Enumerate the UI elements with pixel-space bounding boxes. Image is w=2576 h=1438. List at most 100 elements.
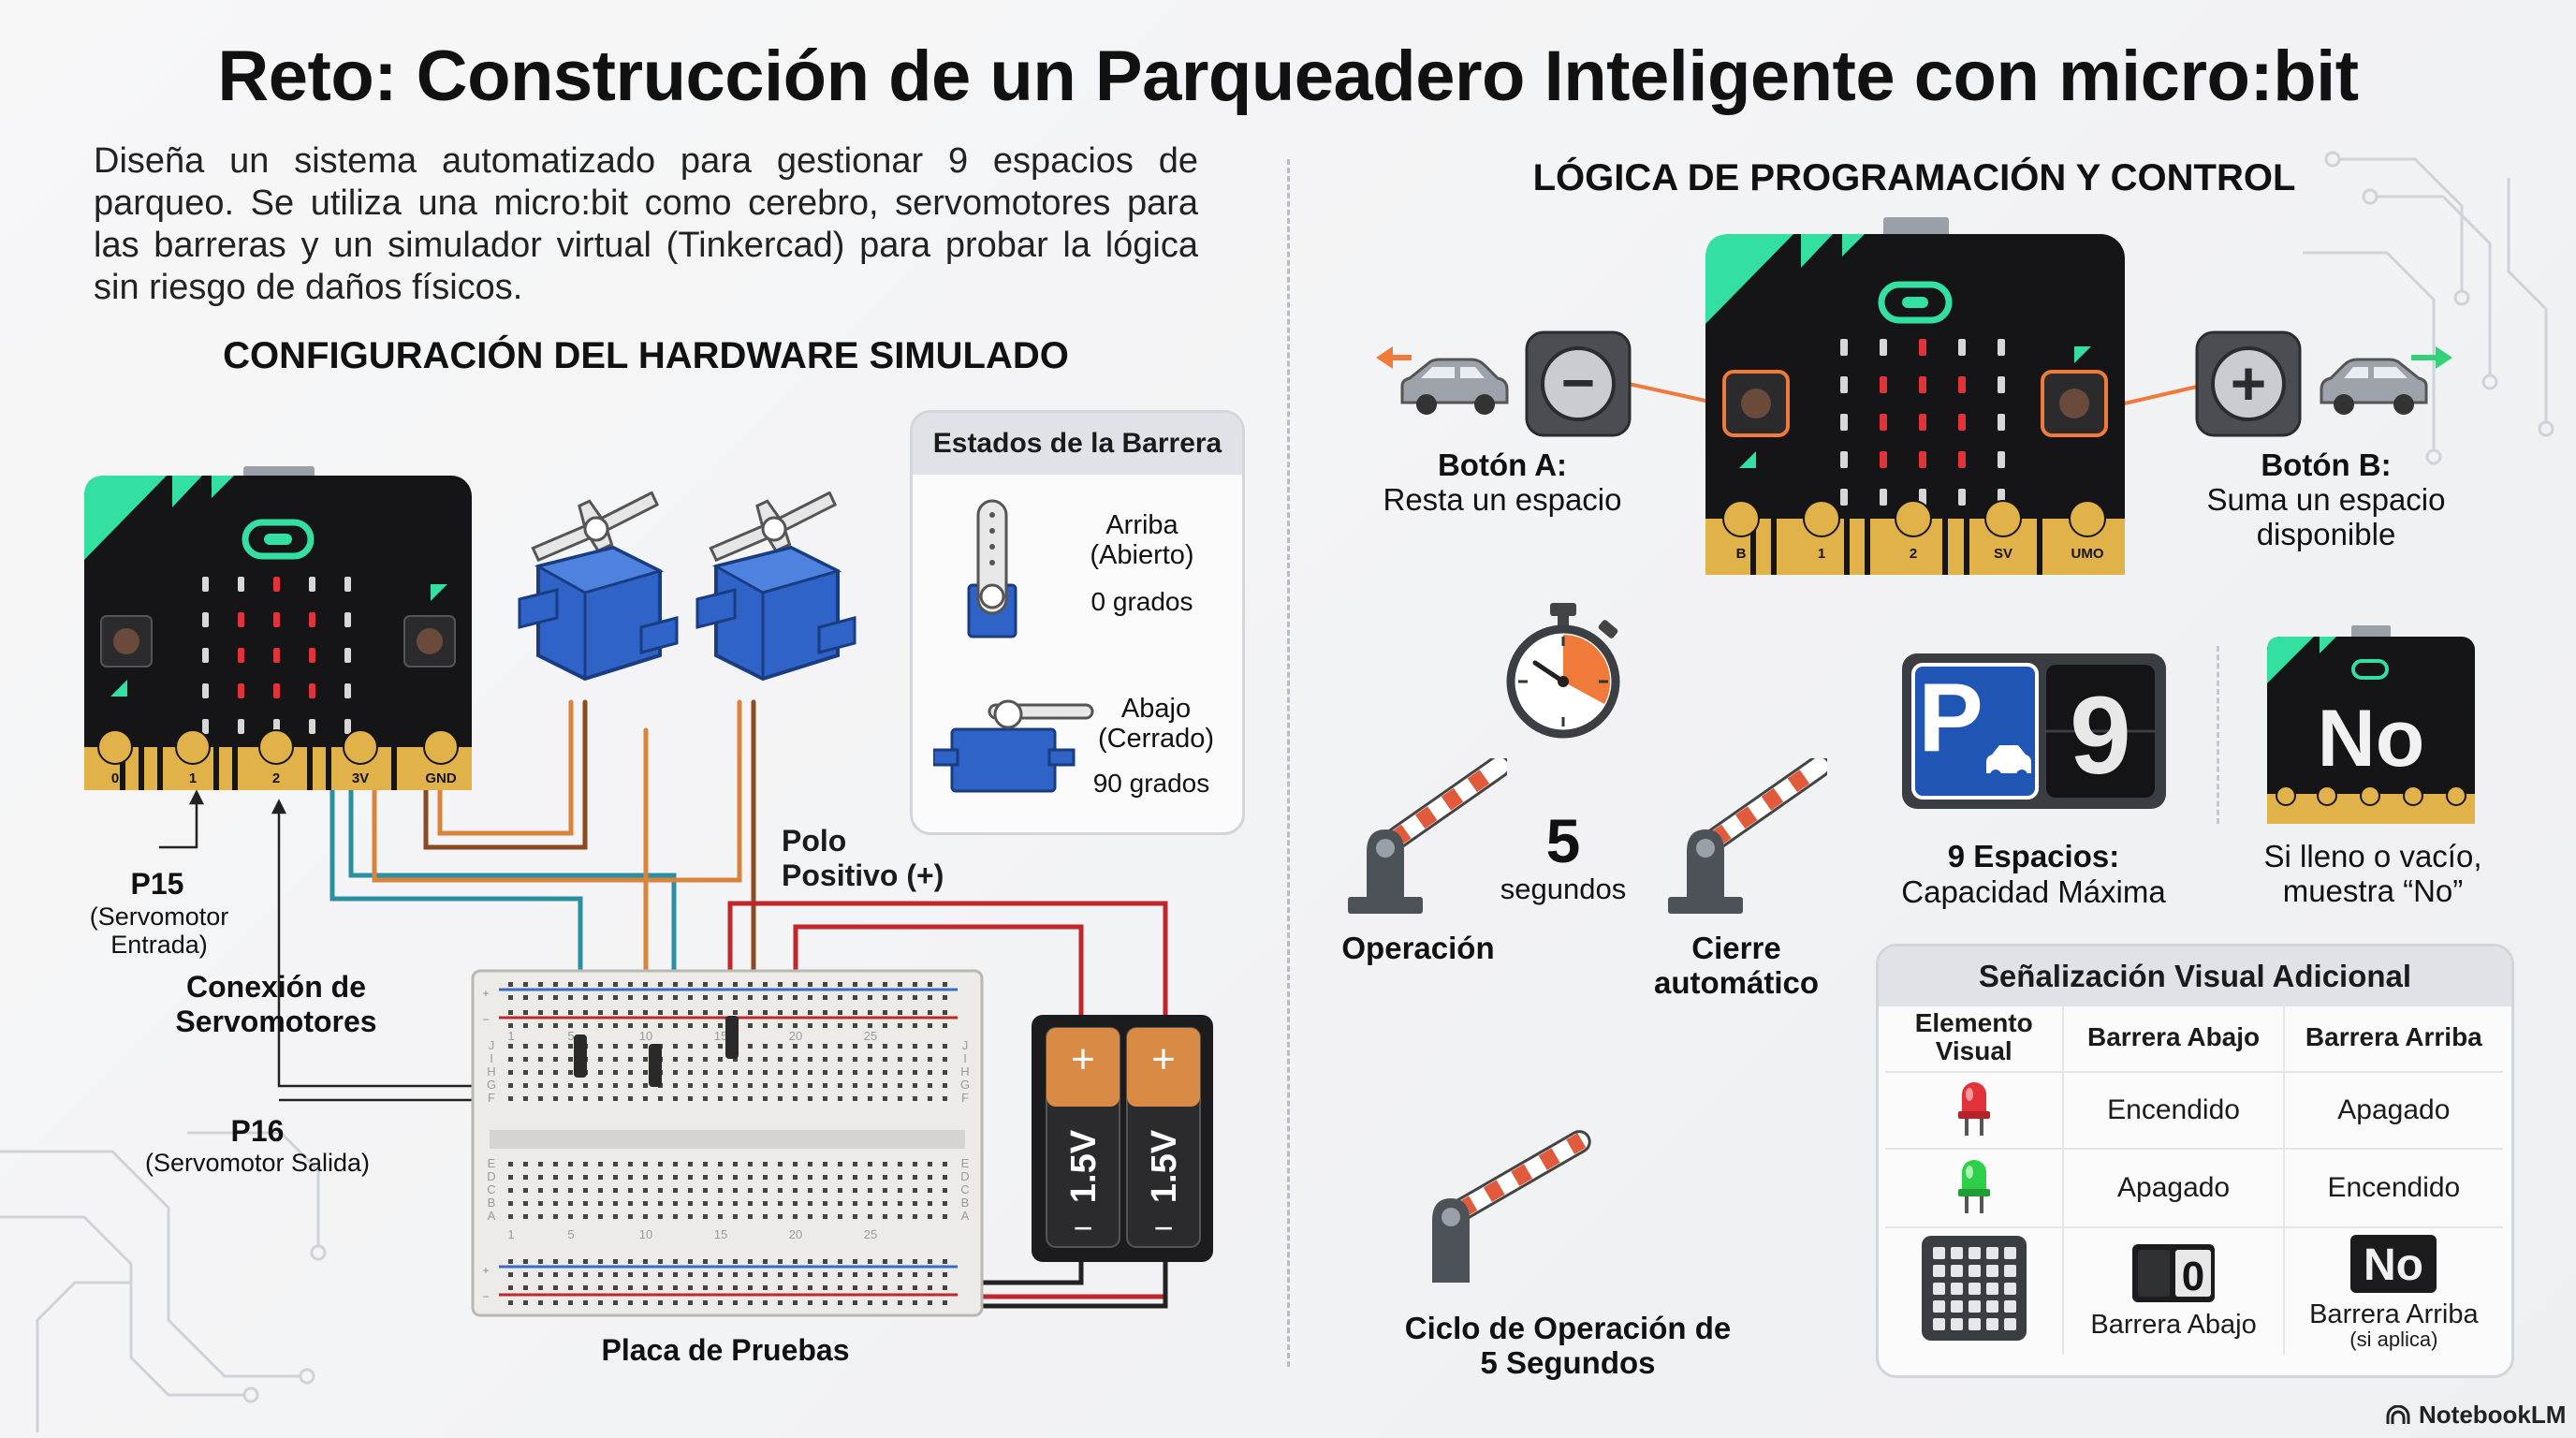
breadboard-hole: [808, 1096, 812, 1101]
breadboard-hole: [898, 1188, 902, 1193]
barrier-up-degrees: 0 grados: [1090, 587, 1193, 616]
breadboard-hole: [598, 1201, 603, 1206]
breadboard-column-number: 10: [639, 1227, 652, 1241]
led-pixel: [1958, 414, 1966, 431]
breadboard-hole: [868, 995, 872, 1000]
breadboard-hole: [883, 995, 887, 1000]
breadboard-hole: [568, 1300, 573, 1305]
breadboard-hole: [673, 1096, 678, 1101]
breadboard-hole: [583, 1272, 588, 1277]
matrix-dot: [2003, 1299, 2016, 1313]
breadboard-hole: [853, 1259, 857, 1264]
led-pixel: [1998, 414, 2005, 431]
breadboard-row-letter: H: [487, 1064, 495, 1078]
breadboard-hole: [673, 1023, 678, 1028]
breadboard-hole: [508, 995, 513, 1000]
breadboard-hole: [883, 1300, 887, 1305]
breadboard-hole: [643, 1259, 648, 1264]
intro-paragraph: Diseña un sistema automatizado para gest…: [94, 141, 1198, 307]
capacity-title: 9 Espacios:: [1947, 839, 2120, 873]
led-pixel: [309, 683, 315, 698]
breadboard-hole: [568, 1259, 573, 1264]
breadboard-hole: [808, 1188, 812, 1193]
breadboard-hole: [688, 1010, 693, 1015]
breadboard-hole: [613, 1096, 618, 1101]
breadboard-hole: [808, 1259, 812, 1264]
breadboard-hole: [733, 982, 738, 987]
breadboard-hole: [538, 1096, 543, 1101]
breadboard-hole: [883, 1188, 887, 1193]
breadboard-hole: [748, 1162, 753, 1167]
breadboard-hole: [913, 1201, 917, 1206]
breadboard-column-number: 15: [714, 1227, 727, 1241]
breadboard-hole: [583, 1096, 588, 1101]
breadboard-hole: [868, 1285, 872, 1290]
breadboard-hole: [778, 1175, 783, 1180]
breadboard-hole: [733, 1300, 738, 1305]
parking-capacity-sign: P 9: [1902, 653, 2166, 809]
breadboard-hole: [748, 1175, 753, 1180]
breadboard-hole: [913, 1070, 917, 1075]
auto-close-label: Cierre automático: [1653, 931, 1820, 1000]
breadboard-hole: [628, 1057, 633, 1062]
rail-minus-bottom: −: [482, 1290, 489, 1303]
matrix-dot: [1932, 1282, 1945, 1295]
breadboard-hole: [673, 1272, 678, 1277]
breadboard-hole: [673, 1175, 678, 1180]
breadboard-hole: [898, 1285, 902, 1290]
breadboard-column-number: 15: [714, 1029, 727, 1043]
breadboard-hole: [598, 1300, 603, 1305]
breadboard-hole: [778, 1083, 783, 1088]
matrix-dot: [1985, 1299, 1998, 1313]
red-led-cell: [1885, 1072, 2065, 1150]
breadboard-hole: [853, 1201, 857, 1206]
breadboard-hole: [643, 1057, 648, 1062]
breadboard-hole: [688, 1272, 693, 1277]
breadboard-hole: [763, 1188, 768, 1193]
breadboard-hole: [778, 1272, 783, 1277]
breadboard-hole: [613, 1175, 618, 1180]
matrix-dot: [2003, 1246, 2016, 1259]
breadboard-column-number: 25: [864, 1227, 877, 1241]
breadboard-hole: [718, 1162, 723, 1167]
breadboard-hole: [898, 982, 902, 987]
breadboard-hole: [853, 1010, 857, 1015]
breadboard-hole: [838, 1096, 842, 1101]
breadboard-row-letter: A: [961, 1209, 970, 1223]
led-pixel: [1958, 451, 1966, 468]
breadboard-hole: [703, 1201, 708, 1206]
breadboard-hole: [883, 1175, 887, 1180]
button-a-minus-icon: −: [1525, 330, 1632, 437]
breadboard-hole: [673, 1188, 678, 1193]
breadboard-hole: [628, 1044, 633, 1049]
breadboard-row-letter: J: [489, 1038, 495, 1052]
breadboard-hole: [553, 1083, 558, 1088]
breadboard-hole: [733, 1175, 738, 1180]
breadboard-hole: [778, 1300, 783, 1305]
breadboard-hole: [898, 1023, 902, 1028]
breadboard-hole: [688, 982, 693, 987]
breadboard-hole: [628, 1162, 633, 1167]
breadboard-hole: [703, 1272, 708, 1277]
breadboard-hole: [853, 982, 857, 987]
breadboard-hole: [673, 1162, 678, 1167]
breadboard-hole: [808, 982, 812, 987]
breadboard-hole: [898, 1057, 902, 1062]
breadboard-hole: [823, 1285, 827, 1290]
breadboard-hole: [823, 982, 827, 987]
breadboard-hole: [508, 1300, 513, 1305]
breadboard-hole: [523, 1188, 528, 1193]
breadboard-hole: [523, 1285, 528, 1290]
breadboard-hole: [568, 1096, 573, 1101]
breadboard-hole: [928, 1044, 932, 1049]
breadboard-hole: [823, 1070, 827, 1075]
breadboard-hole: [733, 1057, 738, 1062]
breadboard-hole: [613, 1201, 618, 1206]
breadboard-hole: [628, 995, 633, 1000]
breadboard-hole: [658, 995, 663, 1000]
breadboard-hole: [598, 1044, 603, 1049]
breadboard-hole: [928, 1175, 932, 1180]
breadboard-hole: [808, 1083, 812, 1088]
microbit-board-logic: B 1 2 SV UMO: [1705, 217, 2125, 575]
green-led-cell: [1885, 1149, 2065, 1228]
